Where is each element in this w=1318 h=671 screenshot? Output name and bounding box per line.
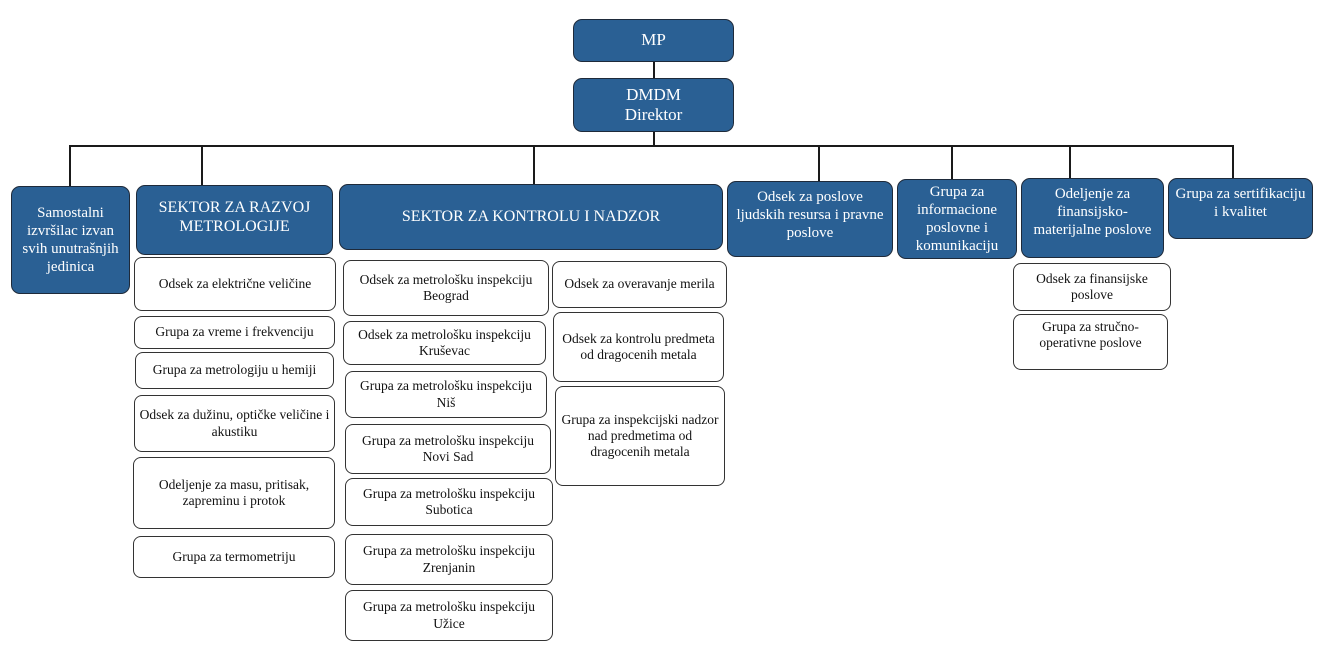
unit-grupa-informacione: Grupa za informacione poslovne i komunik…: [897, 179, 1017, 259]
sub-unit: Grupa za metrološku inspekciju Niš: [345, 371, 547, 418]
sub-unit: Grupa za metrološku inspekciju Subotica: [345, 478, 553, 526]
sub-unit-label: Grupa za metrološku inspekciju Užice: [362, 599, 536, 631]
sub-unit-label: Grupa za metrološku inspekciju Zrenjanin: [362, 543, 536, 575]
unit-label: Grupa za informacione poslovne i komunik…: [915, 184, 999, 254]
sub-unit-label: Odsek za dužinu, optičke veličine i akus…: [139, 407, 330, 439]
unit-label: Grupa za sertifikaciju i kvalitet: [1175, 186, 1306, 220]
unit-odeljenje-finansije: Odeljenje za finansijsko-materijalne pos…: [1021, 178, 1164, 258]
unit-grupa-sertifikacija: Grupa za sertifikaciju i kvalitet: [1168, 178, 1313, 239]
unit-label: Odsek za poslove ljudskih resursa i prav…: [736, 189, 884, 241]
sub-unit-label: Grupa za metrologiju u hemiji: [152, 362, 317, 378]
node-director: DMDM Direktor: [573, 78, 734, 132]
sub-unit-label: Odsek za kontrolu predmeta od dragocenih…: [562, 330, 715, 362]
sub-unit: Grupa za termometriju: [133, 536, 335, 578]
unit-label: Odeljenje za finansijsko-materijalne pos…: [1033, 186, 1152, 238]
sub-unit-label: Grupa za metrološku inspekciju Niš: [359, 378, 533, 410]
sub-unit-label: Grupa za termometriju: [172, 548, 296, 564]
connector-unit-4: [951, 145, 953, 180]
unit-label: SEKTOR ZA RAZVOJ METROLOGIJE: [158, 199, 311, 236]
sub-unit: Grupa za inspekcijski nadzor nad predmet…: [555, 386, 725, 486]
sub-unit: Grupa za metrološku inspekciju Užice: [345, 590, 553, 641]
connector-unit-5: [1069, 145, 1071, 180]
connector-unit-3: [818, 145, 820, 185]
sub-unit-label: Odsek za električne veličine: [158, 275, 312, 291]
sub-unit: Odsek za overavanje merila: [552, 261, 727, 308]
unit-sektor-razvoj: SEKTOR ZA RAZVOJ METROLOGIJE: [136, 185, 333, 255]
unit-label: Samostalni izvršilac izvan svih unutrašn…: [22, 205, 119, 275]
connector-unit-2: [533, 145, 535, 185]
unit-odsek-ljudski-resursi: Odsek za poslove ljudskih resursa i prav…: [727, 181, 893, 257]
unit-sektor-kontrola: SEKTOR ZA KONTROLU I NADZOR: [339, 184, 723, 250]
sub-unit-label: Odsek za overavanje merila: [564, 276, 715, 292]
connector-unit-0: [69, 145, 71, 188]
sub-unit-label: Odsek za finansijske poslove: [1036, 270, 1148, 302]
sub-unit: Grupa za vreme i frekvenciju: [134, 316, 335, 349]
connector-mp-director: [653, 61, 655, 79]
node-director-label: DMDM Direktor: [624, 84, 683, 124]
unit-label: SEKTOR ZA KONTROLU I NADZOR: [401, 208, 661, 226]
sub-unit: Odsek za električne veličine: [134, 257, 336, 311]
sub-unit: Odsek za finansijske poslove: [1013, 263, 1171, 311]
sub-unit-label: Grupa za metrološku inspekciju Subotica: [362, 485, 536, 517]
connector-unit-1: [201, 145, 203, 187]
sub-unit-label: Grupa za metrološku inspekciju Novi Sad: [361, 432, 535, 464]
sub-unit: Grupa za metrologiju u hemiji: [135, 352, 334, 389]
sub-unit-label: Odsek za metrološku inspekciju Beograd: [359, 271, 533, 303]
sub-unit-label: Odeljenje za masu, pritisak, zapreminu i…: [158, 476, 310, 508]
sub-unit-label: Grupa za stručno-operativne poslove: [1039, 319, 1142, 351]
sub-unit-label: Odsek za metrološku inspekciju Kruševac: [358, 326, 531, 358]
sub-unit: Odsek za kontrolu predmeta od dragocenih…: [553, 312, 724, 382]
sub-unit: Odsek za metrološku inspekciju Kruševac: [343, 321, 546, 365]
sub-unit: Odsek za dužinu, optičke veličine i akus…: [134, 395, 335, 452]
sub-unit: Odsek za metrološku inspekciju Beograd: [343, 260, 549, 316]
node-mp-label: MP: [641, 30, 666, 50]
connector-bus: [69, 145, 1233, 147]
sub-unit-label: Grupa za inspekcijski nadzor nad predmet…: [561, 411, 719, 460]
sub-unit: Grupa za metrološku inspekciju Novi Sad: [345, 424, 551, 474]
unit-samostalni-izvrsilac: Samostalni izvršilac izvan svih unutrašn…: [11, 186, 130, 294]
sub-unit: Odeljenje za masu, pritisak, zapreminu i…: [133, 457, 335, 529]
sub-unit-label: Grupa za vreme i frekvenciju: [155, 324, 314, 340]
node-mp: MP: [573, 19, 734, 62]
sub-unit: Grupa za metrološku inspekciju Zrenjanin: [345, 534, 553, 585]
connector-unit-6: [1232, 145, 1234, 180]
sub-unit: Grupa za stručno-operativne poslove: [1013, 314, 1168, 370]
connector-director-bus: [653, 131, 655, 146]
